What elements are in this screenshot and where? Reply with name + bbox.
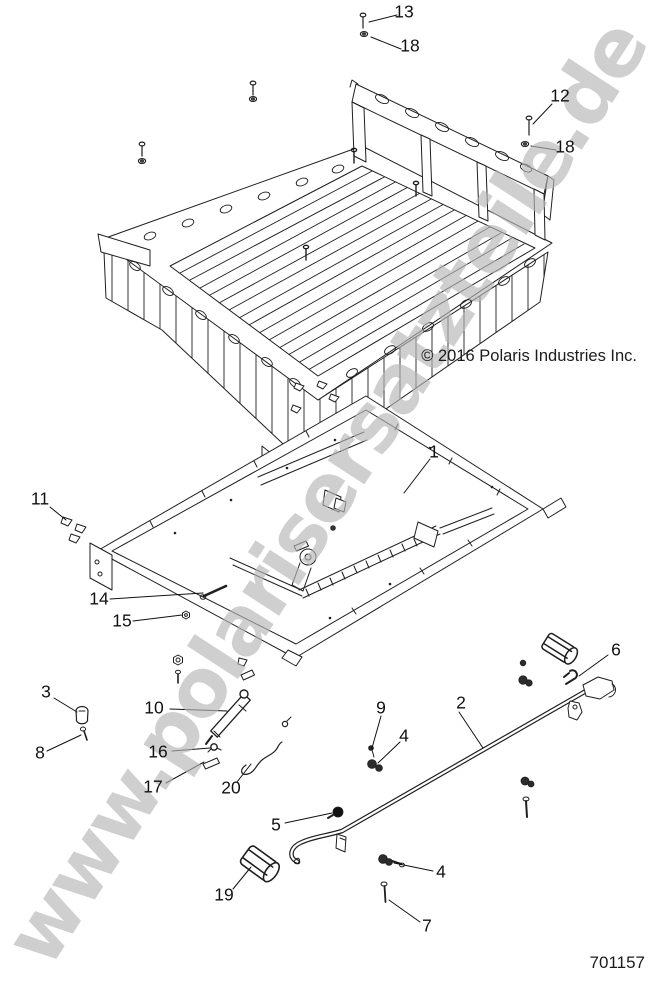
callout-12: 12	[550, 85, 570, 106]
callout-10: 10	[144, 697, 164, 718]
callout-14: 14	[89, 588, 109, 609]
callout-17: 17	[143, 776, 163, 797]
frame-drawing	[90, 381, 566, 666]
callout-4a: 4	[399, 725, 409, 746]
callout-9: 9	[376, 697, 386, 718]
callout-18b: 18	[555, 136, 575, 157]
hardware-drawing	[61, 517, 616, 902]
callout-5: 5	[271, 814, 281, 835]
callout-2: 2	[456, 692, 466, 713]
callout-18a: 18	[400, 35, 420, 56]
leader-lines	[47, 15, 608, 922]
callout-16: 16	[148, 741, 168, 762]
drawing-number: 701157	[589, 953, 645, 972]
callout-13: 13	[394, 1, 414, 22]
box-hardware	[138, 13, 531, 163]
callout-20: 20	[221, 777, 241, 798]
callout-8: 8	[35, 742, 45, 763]
callout-3: 3	[41, 681, 51, 702]
callout-7: 7	[422, 915, 432, 936]
callout-6: 6	[611, 639, 621, 660]
callout-4b: 4	[436, 861, 446, 882]
callout-19: 19	[214, 884, 234, 905]
cargo-box-drawing	[98, 80, 554, 483]
callout-11: 11	[30, 488, 50, 509]
floor-screws	[303, 148, 418, 260]
copyright-notice: © 2016 Polaris Industries Inc.	[421, 347, 637, 365]
callout-15: 15	[112, 610, 132, 631]
callout-1: 1	[429, 441, 439, 462]
